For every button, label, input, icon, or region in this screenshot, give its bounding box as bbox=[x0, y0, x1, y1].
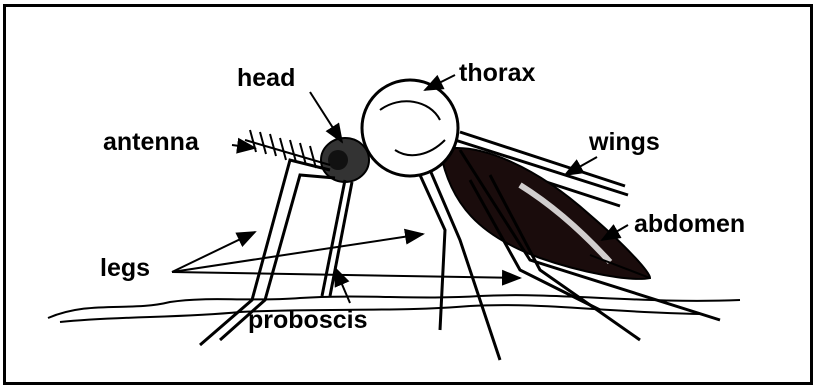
label-head: head bbox=[237, 66, 295, 91]
label-wings: wings bbox=[589, 130, 660, 155]
antenna-shape bbox=[245, 130, 330, 168]
pointer-head bbox=[310, 92, 342, 142]
label-antenna: antenna bbox=[103, 130, 199, 155]
pointer-antenna bbox=[232, 145, 255, 148]
pointer-legs-3 bbox=[172, 272, 520, 278]
proboscis-shape bbox=[322, 180, 352, 296]
label-abdomen: abdomen bbox=[634, 212, 745, 237]
label-legs: legs bbox=[100, 256, 150, 281]
pointer-thorax bbox=[425, 75, 455, 90]
thorax-shape bbox=[362, 80, 458, 176]
head-shape bbox=[321, 138, 369, 182]
label-proboscis: proboscis bbox=[248, 308, 367, 333]
label-thorax: thorax bbox=[459, 61, 535, 86]
ground-line bbox=[48, 295, 740, 322]
